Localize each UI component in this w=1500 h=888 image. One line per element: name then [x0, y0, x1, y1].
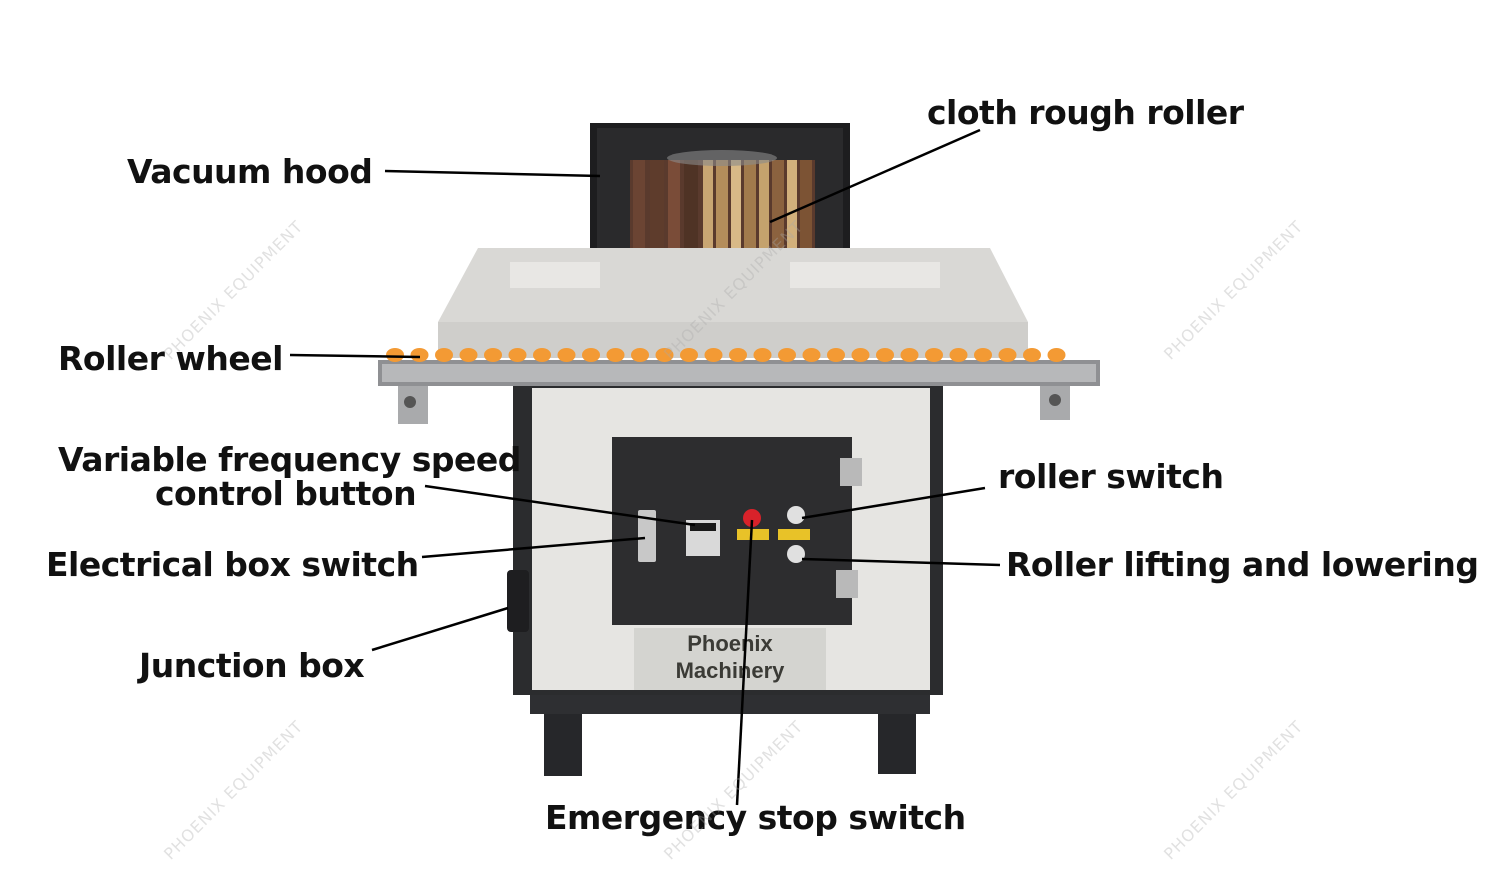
leader-junction-box — [371, 606, 509, 652]
brand-line2: Machinery — [676, 658, 786, 683]
hinge-top — [840, 458, 862, 486]
label-roller-switch: roller switch — [998, 457, 1224, 496]
roller-wheel — [557, 348, 576, 362]
roller-wheel — [974, 348, 992, 362]
roller-wheel — [606, 348, 625, 362]
roller-wheel — [1047, 348, 1066, 362]
label-emergency-stop: Emergency stop switch — [545, 798, 966, 837]
electrical-box-switch — [638, 510, 656, 562]
roller-wheel — [655, 348, 674, 362]
roller-wheels — [386, 348, 1066, 362]
label-roller-wheel: Roller wheel — [58, 339, 283, 378]
roller-wheel — [435, 348, 453, 362]
roller-lift-knob — [787, 545, 805, 563]
leader-vfd — [424, 484, 696, 527]
leader-cloth-roller — [769, 128, 981, 224]
indicator-label — [737, 529, 769, 540]
roller-wheel — [753, 348, 772, 362]
roller-wheel — [459, 348, 478, 362]
junction-box — [507, 570, 529, 632]
emergency-stop-button — [743, 509, 761, 527]
roller-wheel — [876, 348, 894, 362]
leader-roller-switch — [801, 486, 986, 520]
label-junction-box: Junction box — [139, 646, 365, 685]
roller-wheel — [802, 348, 821, 362]
label-roller-lifting: Roller lifting and lowering — [1006, 545, 1479, 584]
roller-wheel — [410, 348, 429, 362]
roller-wheel — [533, 348, 551, 362]
roller-wheel — [484, 348, 502, 362]
leader-lines — [289, 128, 1001, 806]
roller-wheel — [827, 348, 845, 362]
leader-emergency-stop — [735, 519, 754, 806]
label-vfd-line2: control button — [155, 474, 417, 513]
label-vfd-line1: Variable frequency speed — [58, 440, 521, 479]
hinge-bottom — [836, 570, 858, 598]
roller-wheel — [386, 348, 404, 362]
roller-wheel — [508, 348, 527, 362]
leader-roller-wheel — [289, 353, 421, 359]
label-cloth-rough-roller: cloth rough roller — [927, 93, 1244, 132]
roller-switch-knob — [787, 506, 805, 524]
leader-electrical-box — [421, 536, 646, 559]
label-electrical-box-switch: Electrical box switch — [46, 545, 419, 584]
brand-plate — [634, 628, 826, 690]
roller-wheel — [704, 348, 723, 362]
roller-wheel — [680, 348, 698, 362]
roller-wheel — [851, 348, 870, 362]
base-frame — [530, 692, 930, 714]
roller-wheel — [998, 348, 1017, 362]
switch-label — [778, 529, 810, 540]
label-vacuum-hood: Vacuum hood — [127, 152, 373, 191]
brand-line1: Phoenix — [687, 631, 773, 656]
roller-wheel — [729, 348, 747, 362]
leader-vacuum-hood — [384, 169, 601, 178]
fence-left — [510, 262, 600, 288]
roller-wheel — [900, 348, 919, 362]
roller-wheel — [949, 348, 968, 362]
leader-roller-lift — [801, 557, 1001, 567]
fence-right — [790, 262, 940, 288]
roller-wheel — [925, 348, 943, 362]
roller-wheel — [631, 348, 649, 362]
roller-wheel — [778, 348, 796, 362]
roller-wheel — [1023, 348, 1041, 362]
roller-wheel — [582, 348, 600, 362]
